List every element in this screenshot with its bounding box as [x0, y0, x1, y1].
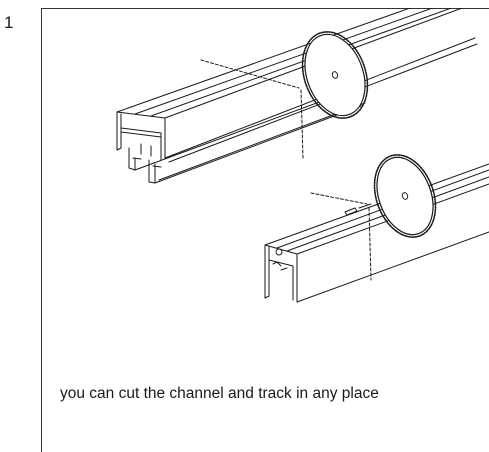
panel-border-top — [41, 8, 489, 9]
channel-profile — [116, 8, 478, 184]
upper-saw-blade — [301, 31, 369, 119]
lower-cut-guide — [310, 192, 372, 281]
cutting-illustration — [116, 8, 489, 303]
panel-border-left — [41, 8, 42, 452]
upper-cut-guide — [200, 59, 304, 159]
step-number: 1 — [4, 13, 14, 32]
instruction-caption: you can cut the channel and track in any… — [60, 385, 379, 402]
lower-saw-blade — [373, 154, 437, 238]
instruction-panel: you can cut the channel and track in any… — [41, 8, 489, 452]
